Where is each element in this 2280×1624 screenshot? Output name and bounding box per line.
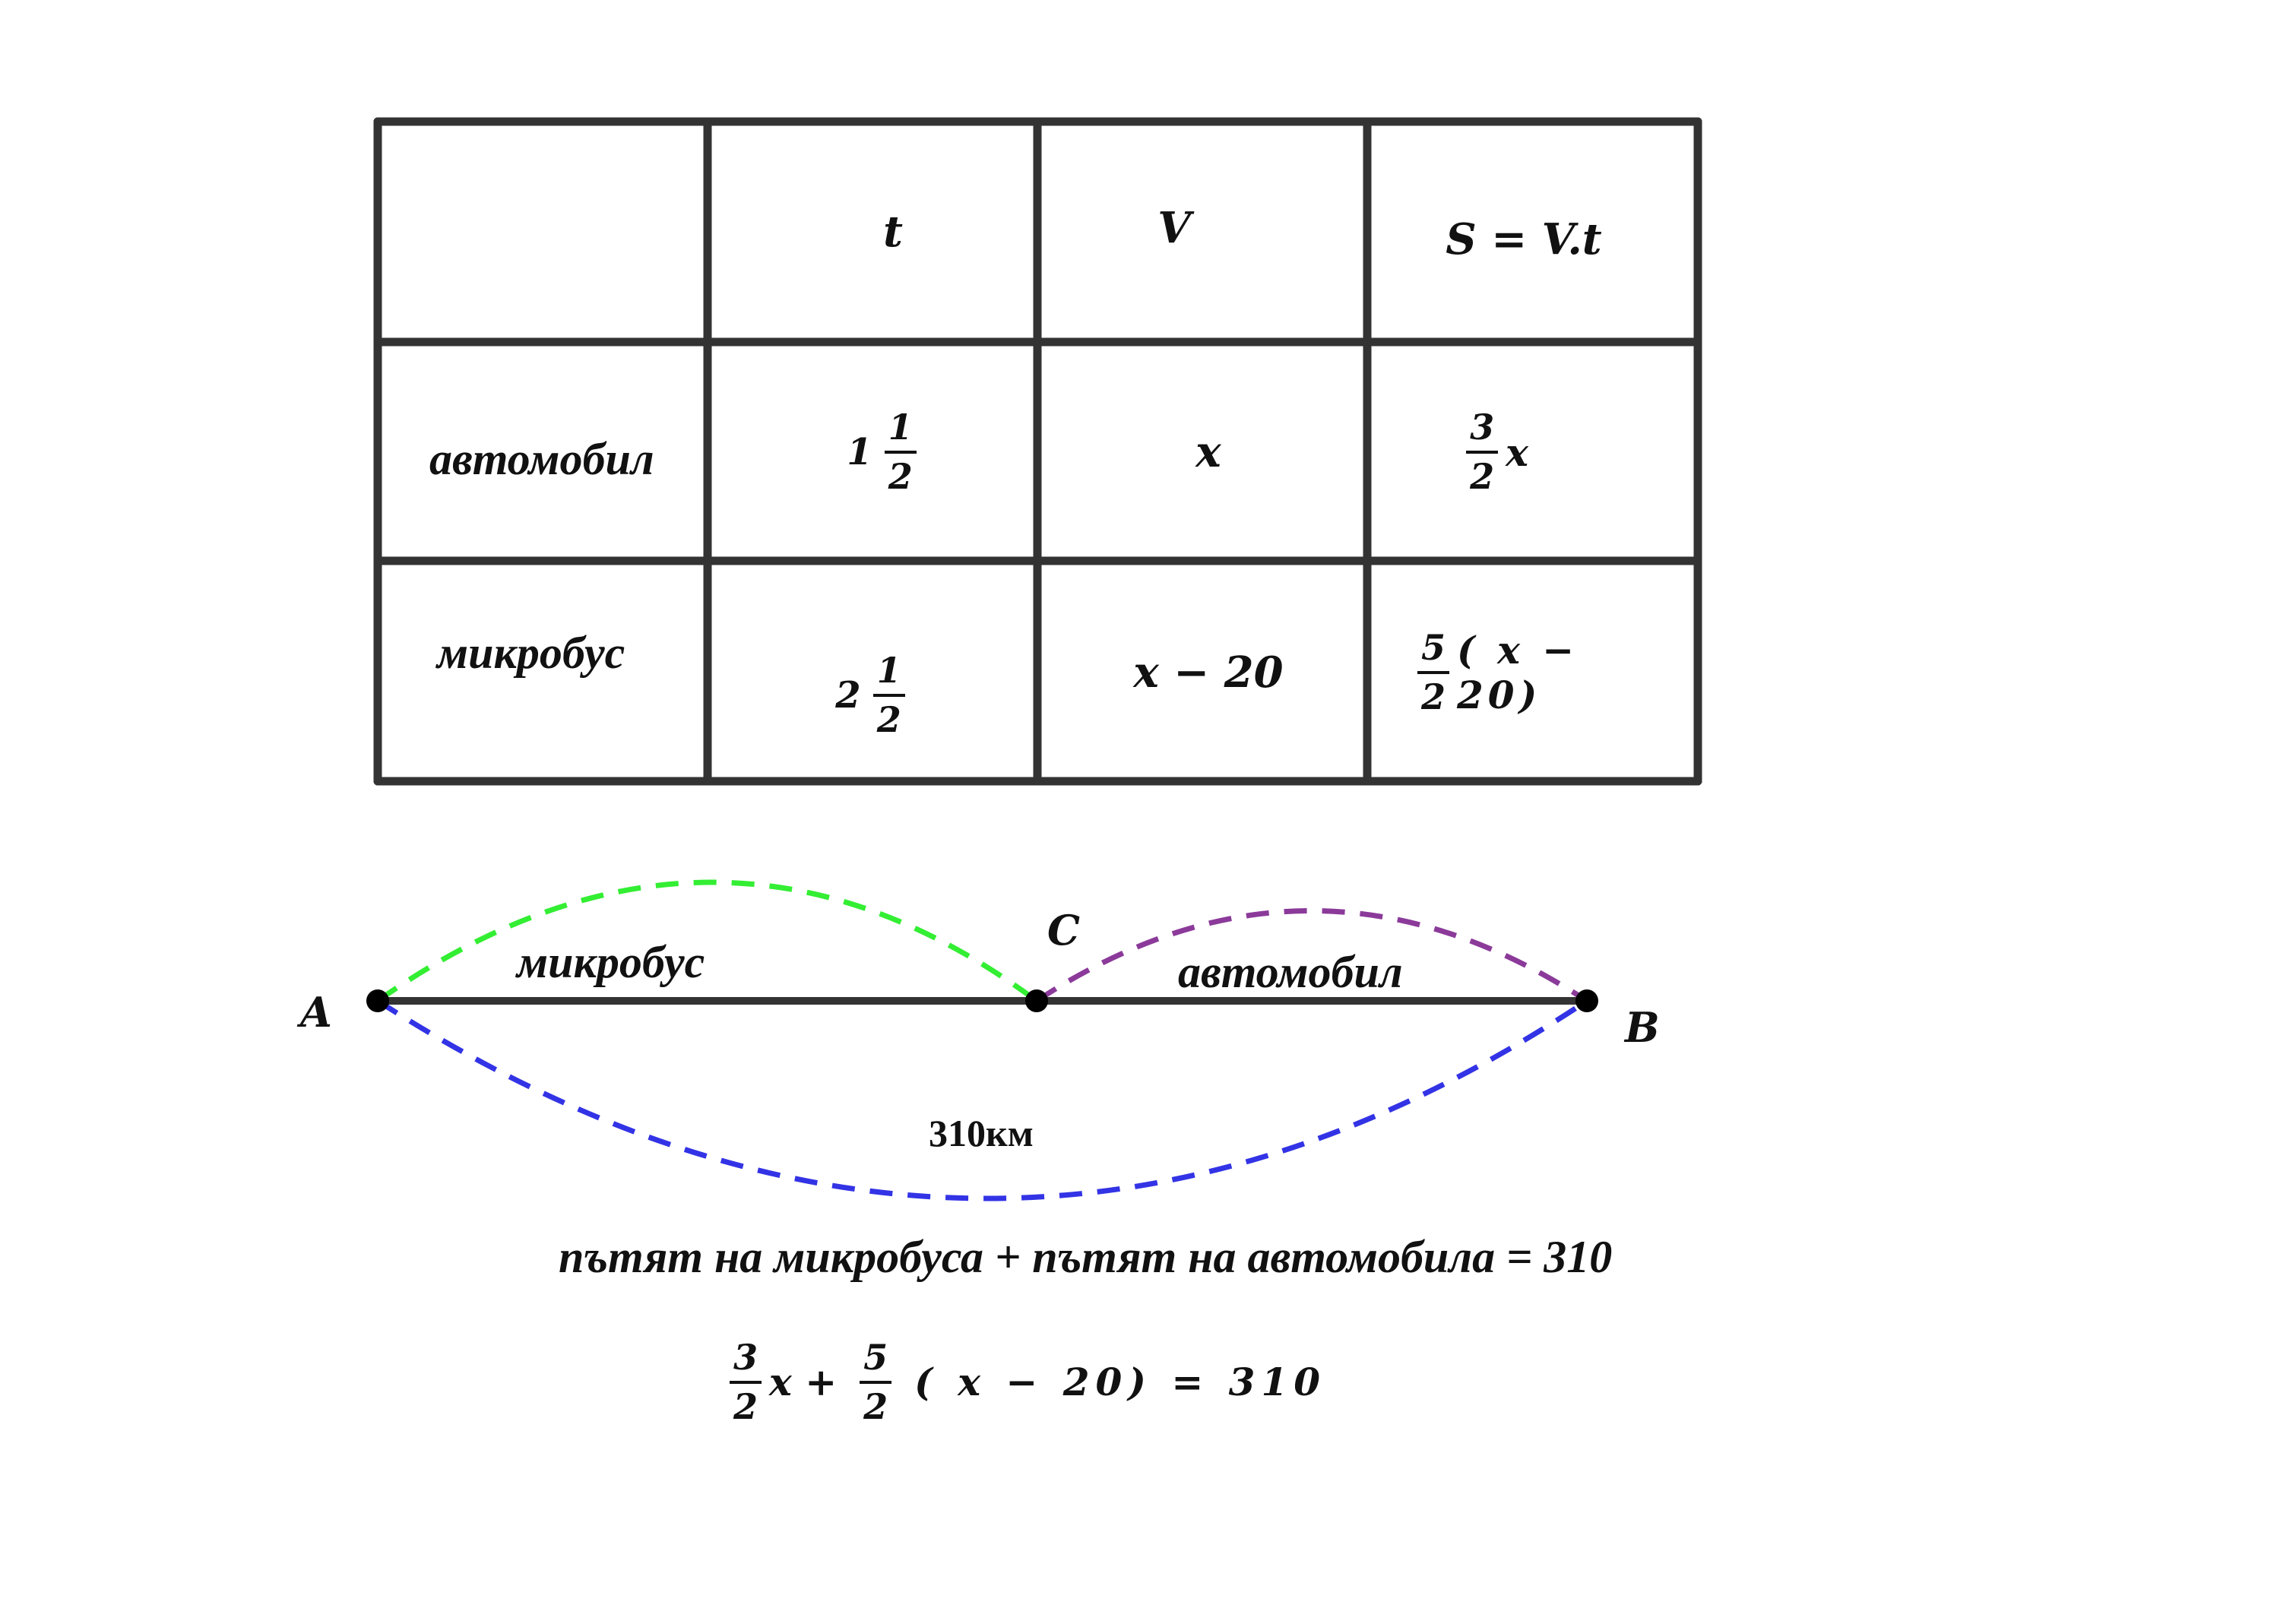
row1-name: автомобил <box>429 434 654 484</box>
arc-ac <box>375 879 1039 1003</box>
label-ac: микробус <box>517 937 705 987</box>
arc-cb <box>1035 908 1588 1003</box>
row2-speed: x − 20 <box>1133 647 1284 698</box>
row1-time-whole: 1 <box>847 431 872 473</box>
row1-speed: x <box>1195 427 1221 477</box>
label-c: C <box>1047 906 1080 954</box>
label-total: 310км <box>929 1112 1034 1154</box>
label-a: A <box>300 988 332 1037</box>
label-cb: автомобил <box>1178 947 1403 997</box>
row2-time-whole: 2 <box>835 674 861 717</box>
row2-name: микробус <box>437 628 625 678</box>
equation-words: пътят на микробуса + пътят на автомобила… <box>559 1232 1613 1282</box>
label-b: B <box>1625 1003 1660 1052</box>
point-c <box>1025 989 1048 1012</box>
header-t: t <box>883 207 903 257</box>
header-s: S = V.t <box>1446 214 1602 264</box>
point-b <box>1575 989 1598 1012</box>
arc-ab <box>376 999 1588 1201</box>
eq-term-1: x + <box>769 1360 838 1405</box>
eq-term-2: ( x − 20) = 310 <box>914 1360 1327 1405</box>
header-v: V <box>1157 203 1191 253</box>
point-a <box>366 989 389 1012</box>
